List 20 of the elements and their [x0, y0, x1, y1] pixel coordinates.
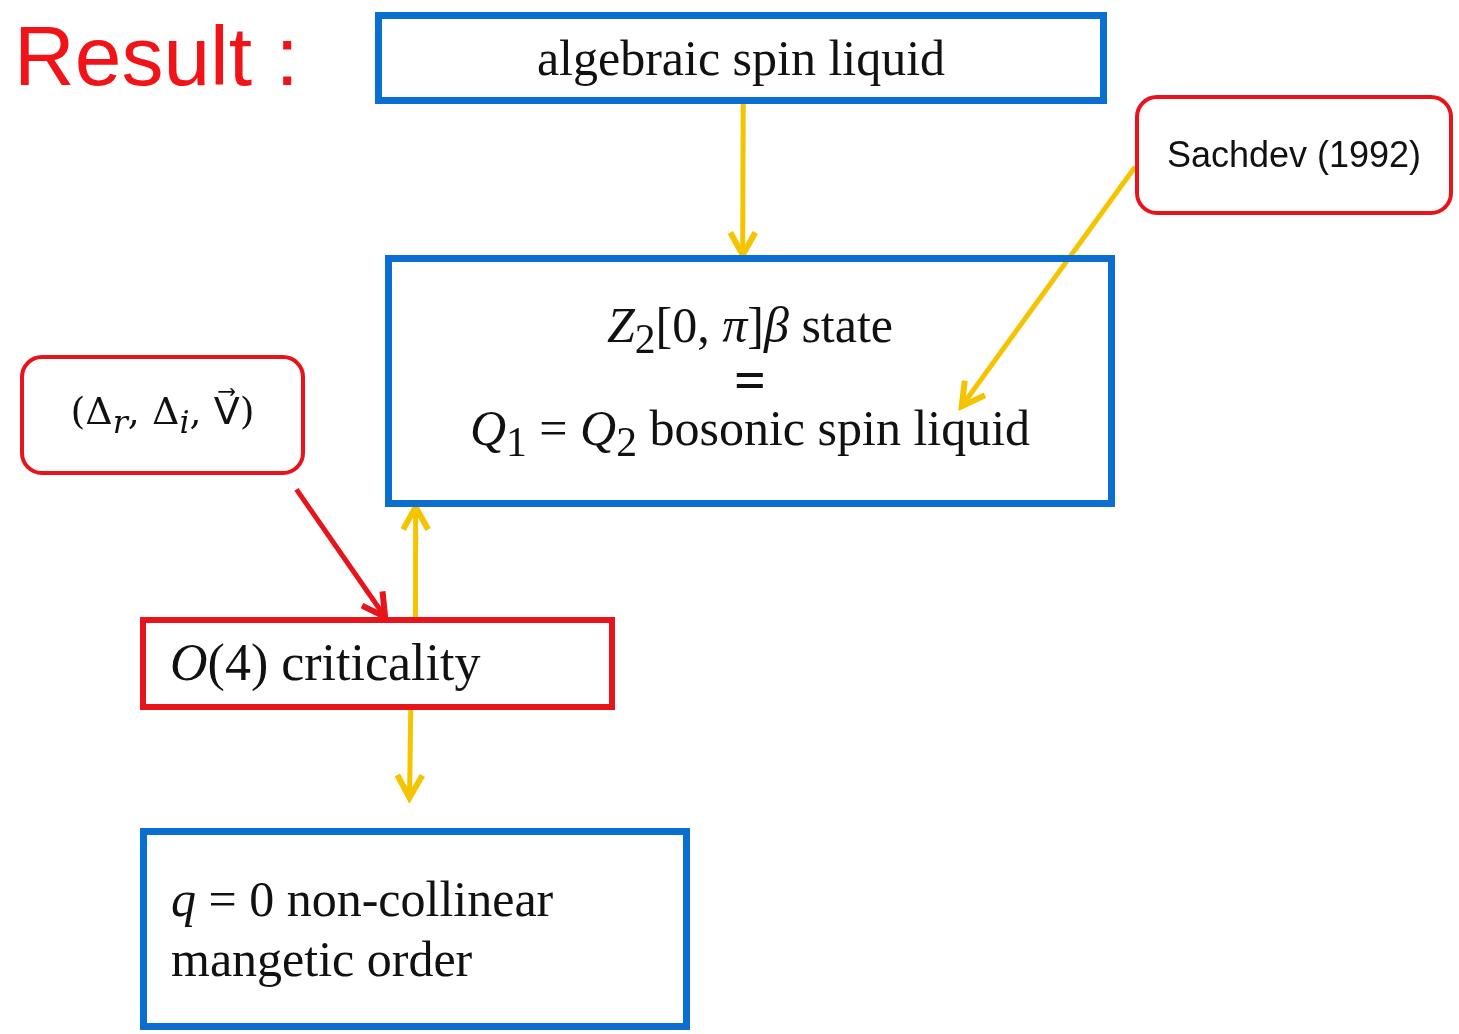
arrow — [727, 104, 759, 258]
box-text: Q$_{1}$ = Q$_{2}$ bosonic spin liquid — [469, 398, 1031, 467]
state-box — [140, 828, 690, 1030]
box-text: Sachdev (1992) — [1166, 133, 1422, 177]
box-text: = — [734, 364, 766, 398]
box-text: algebraic spin liquid — [536, 29, 946, 88]
state-box — [375, 12, 1107, 104]
arrow — [394, 709, 426, 801]
note-box — [1135, 95, 1453, 215]
arrow — [400, 504, 432, 617]
note-box — [20, 355, 305, 475]
arrow — [294, 487, 389, 620]
state-box — [385, 255, 1115, 507]
box-text: Z$_{2}$[0, π]β state — [606, 296, 894, 365]
box-text: O(4) criticality — [170, 633, 481, 694]
arrow — [958, 165, 1138, 410]
state-box — [140, 617, 615, 710]
box-text: q = 0 non-collinear mangetic order — [171, 870, 555, 989]
box-text: (Δ$_{r}$, Δ$_{i}$, V⃗) — [70, 389, 255, 441]
title: Result : — [14, 8, 299, 105]
